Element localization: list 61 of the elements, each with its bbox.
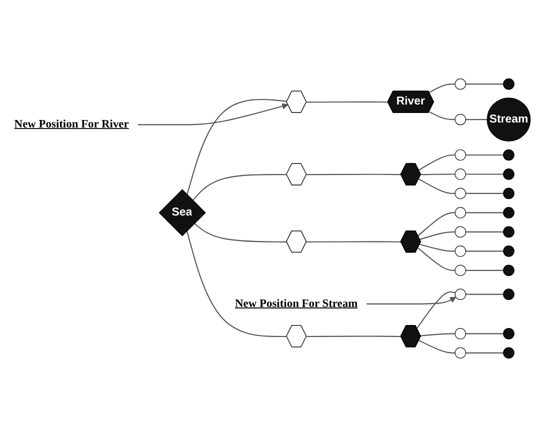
connector — [306, 336, 402, 338]
node-circle: Stream — [486, 98, 531, 142]
connector — [466, 154, 504, 156]
connector — [466, 250, 504, 252]
node-circle — [454, 188, 466, 200]
node-circle — [503, 328, 514, 340]
node-circle — [503, 347, 514, 359]
node-circle — [503, 207, 514, 218]
connector — [186, 230, 287, 338]
connector — [428, 111, 456, 120]
node-circle — [503, 78, 514, 90]
connector — [306, 241, 402, 242]
connector — [466, 333, 504, 334]
connector — [428, 84, 456, 94]
connector — [466, 192, 504, 194]
arrow — [366, 296, 456, 304]
node-circle — [454, 78, 466, 90]
connector — [466, 294, 504, 295]
node-circle — [454, 264, 466, 276]
connector — [186, 98, 288, 195]
node-circle — [454, 246, 466, 257]
connector — [306, 174, 402, 176]
connector — [466, 119, 488, 120]
connector — [418, 178, 456, 194]
connector — [466, 84, 504, 85]
connector — [466, 174, 504, 175]
node-circle — [454, 347, 466, 359]
node-text: New Position For Stream — [235, 298, 358, 310]
connector — [466, 212, 504, 214]
node-circle — [454, 114, 466, 126]
connector — [418, 247, 456, 271]
node-text: New Position For River — [14, 118, 129, 130]
connector — [306, 101, 388, 103]
node-circle — [503, 246, 514, 257]
connector — [420, 244, 456, 252]
node-circle — [454, 328, 466, 340]
connector — [420, 333, 456, 336]
node-diamond: Sea — [158, 189, 206, 236]
node-circle — [454, 207, 466, 218]
node-circle — [503, 226, 514, 238]
node-circle — [503, 168, 514, 180]
node-circle — [454, 226, 466, 238]
connector — [418, 154, 456, 171]
connector — [466, 270, 504, 271]
node-circle — [503, 188, 514, 200]
node-circle — [503, 288, 514, 300]
connector — [420, 231, 456, 240]
connector — [416, 291, 456, 329]
connector — [466, 231, 504, 232]
connector — [420, 174, 456, 176]
connector — [194, 222, 287, 242]
node-circle — [454, 168, 466, 180]
node-circle — [503, 149, 514, 161]
node-circle — [454, 288, 466, 300]
arrow — [137, 103, 288, 126]
connector — [192, 174, 287, 201]
connector — [418, 212, 456, 236]
node-circle — [454, 149, 466, 161]
node-circle — [503, 264, 514, 276]
connector — [418, 340, 456, 354]
connector — [466, 352, 504, 354]
